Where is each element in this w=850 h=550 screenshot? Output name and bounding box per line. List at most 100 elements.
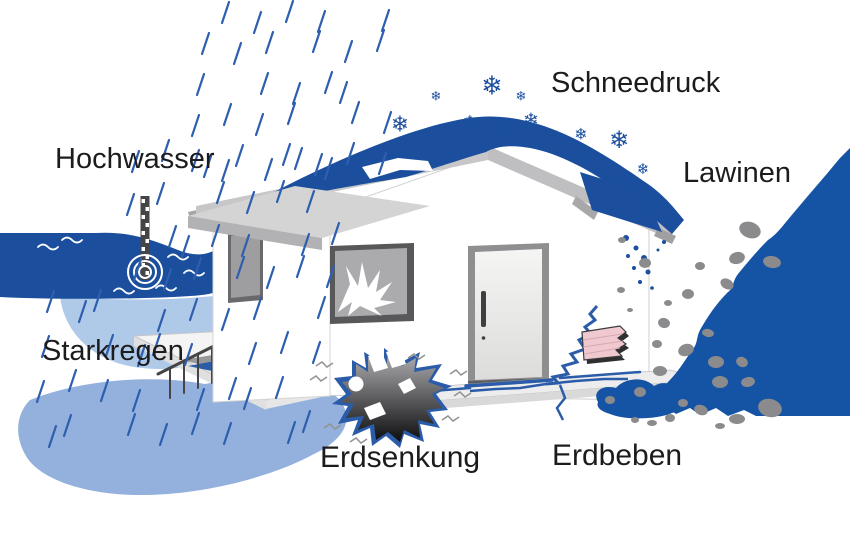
rock <box>694 404 708 416</box>
rock <box>715 423 725 429</box>
roof-right-underside <box>654 228 676 244</box>
rock <box>639 258 651 268</box>
raindrop <box>301 409 312 434</box>
raindrop <box>156 308 167 333</box>
flood-water-surface <box>0 232 248 299</box>
raindrop <box>99 378 110 403</box>
raindrop <box>245 190 256 215</box>
rock <box>631 417 639 423</box>
raindrop <box>47 424 58 449</box>
rock <box>708 356 724 368</box>
raindrop <box>215 180 226 205</box>
label-schneedruck: Schneedruck <box>551 67 721 99</box>
rock <box>664 300 672 306</box>
raindrop <box>200 31 211 56</box>
rock <box>720 278 734 290</box>
raindrop <box>210 223 221 248</box>
raindrop <box>92 288 103 313</box>
raindrop <box>252 10 263 35</box>
front-window <box>330 243 414 324</box>
raindrop <box>195 72 206 97</box>
raindrop <box>62 413 73 438</box>
raindrop <box>160 138 171 163</box>
house <box>188 116 707 412</box>
raindrop <box>345 141 356 166</box>
crack-wall <box>545 305 599 386</box>
raindrop <box>227 376 238 401</box>
rock <box>658 317 670 329</box>
raindrop <box>295 254 306 279</box>
raindrop <box>316 9 327 34</box>
snowflake-icon: ❄ <box>609 126 629 154</box>
flood-water <box>0 196 248 369</box>
raindrop <box>275 179 286 204</box>
raindrop <box>190 148 201 173</box>
raindrop <box>136 343 147 368</box>
raindrop <box>67 368 78 393</box>
front-door <box>468 243 549 388</box>
raindrop <box>350 100 361 125</box>
raindrop <box>35 379 46 404</box>
rock <box>678 343 694 357</box>
rock <box>627 308 633 312</box>
raindrop <box>190 113 201 138</box>
avalanche-rocks <box>605 221 782 429</box>
snow-slab-underside <box>572 196 598 220</box>
earthquake-crack <box>469 305 629 421</box>
rock <box>729 251 745 265</box>
pit-crack-marks <box>309 353 472 444</box>
crack-walkway-left <box>469 382 547 393</box>
raindrop <box>104 333 115 358</box>
raindrop <box>240 233 251 258</box>
raindrop <box>311 29 322 54</box>
snowflake-icon: ❄ <box>585 152 593 162</box>
raindrop <box>313 152 324 177</box>
snow-slab-debris <box>623 235 666 290</box>
raindrop <box>132 257 143 282</box>
pit-interior <box>340 354 444 442</box>
label-starkregen: Starkregen <box>42 335 184 367</box>
snowflakes: ❄❄❄❄❄❄❄❄❄❄❄❄ <box>391 72 650 178</box>
crack-down <box>555 384 567 421</box>
raindrop <box>281 142 292 167</box>
subsidence-pit <box>309 348 472 448</box>
raindrop <box>222 102 233 127</box>
raindrop <box>242 386 253 411</box>
snowflake-icon: ❄ <box>463 113 477 133</box>
snow-slab <box>580 172 662 232</box>
raindrop <box>220 0 231 25</box>
wing-roof-fascia <box>188 216 322 250</box>
raindrop <box>293 146 304 171</box>
raindrop <box>375 28 386 53</box>
snowflake-icon: ❄ <box>637 160 650 178</box>
raindrop <box>45 289 56 314</box>
raindrop <box>131 388 142 413</box>
raindrop <box>190 411 201 436</box>
snowflake-icon: ❄ <box>391 112 409 137</box>
raindrop <box>188 297 199 322</box>
raindrop <box>380 8 391 33</box>
raindrop <box>180 234 191 259</box>
raindrop <box>155 181 166 206</box>
raindrop <box>252 296 263 321</box>
raindrop <box>323 156 334 181</box>
rock <box>702 328 714 338</box>
rock <box>665 414 675 422</box>
label-erdsenkung: Erdsenkung <box>320 441 481 474</box>
roof-snow <box>250 116 684 234</box>
door-keyhole <box>481 336 486 340</box>
raindrop <box>330 221 341 246</box>
door-handle <box>481 291 486 327</box>
raindrop <box>259 71 270 96</box>
water-ripples <box>127 254 163 290</box>
raindrop <box>323 70 334 95</box>
snowflake-icon: ❄ <box>431 89 442 104</box>
rock <box>695 262 705 270</box>
raindrop <box>254 112 265 137</box>
raindrop <box>202 154 213 179</box>
water-gauge <box>127 196 163 290</box>
raindrop <box>130 149 141 174</box>
raindrop <box>158 422 169 447</box>
